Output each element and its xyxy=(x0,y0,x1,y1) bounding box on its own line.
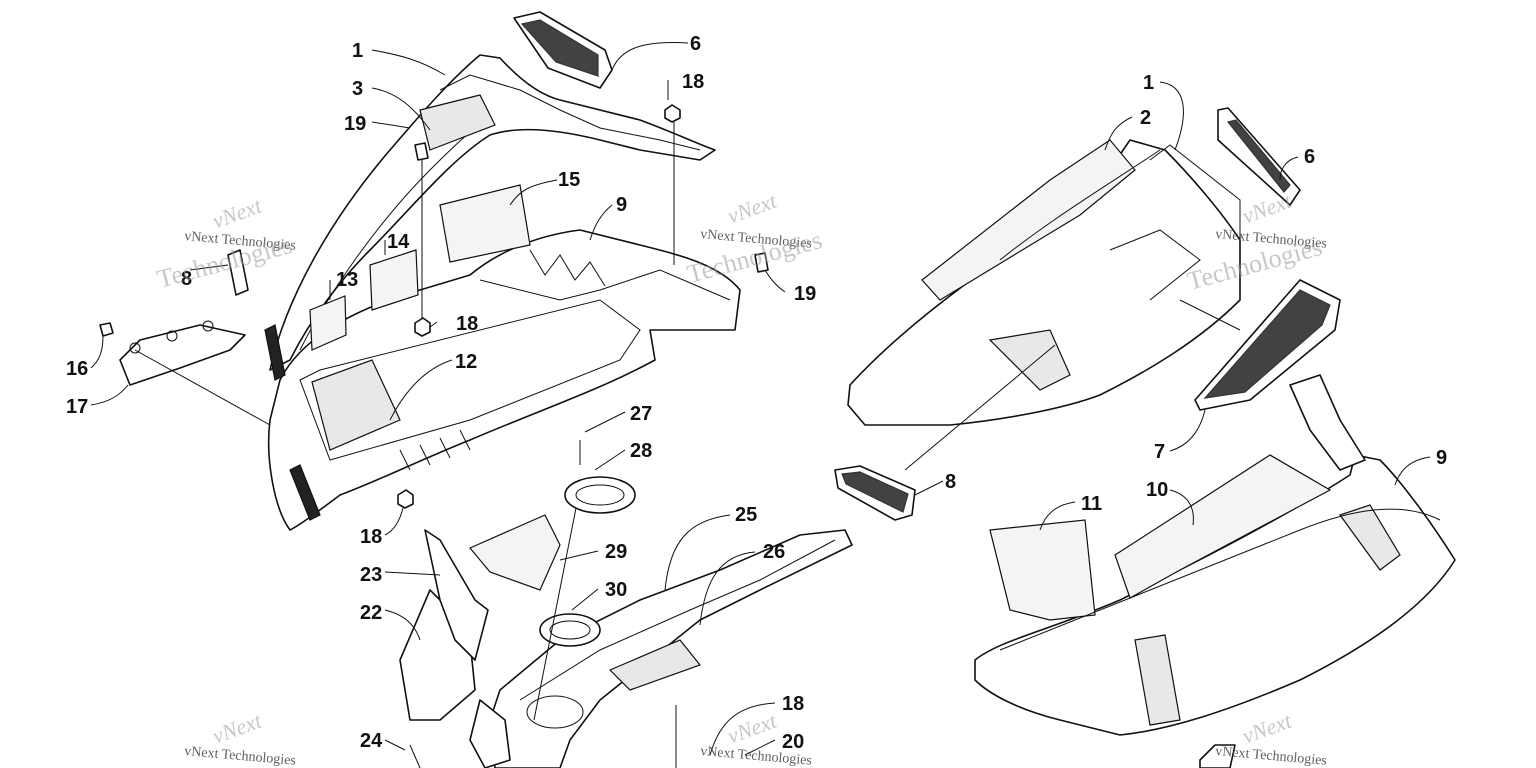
callout-27: 27 xyxy=(630,403,652,425)
vent-grille-right-top xyxy=(1217,107,1301,206)
watermark-5-line1: vNext xyxy=(724,707,780,748)
callout-18-bottom: 18 xyxy=(782,693,804,715)
watermark-6-line1: vNext xyxy=(1239,707,1295,748)
callout-16: 16 xyxy=(66,358,88,380)
callout-19-right: 19 xyxy=(794,283,816,305)
decal-14 xyxy=(369,249,419,311)
callout-17: 17 xyxy=(66,396,88,418)
belly-pan-assembly xyxy=(399,440,853,768)
callout-9-right: 9 xyxy=(1436,447,1447,469)
side-rail xyxy=(119,324,246,386)
watermark-4-line1: vNext xyxy=(209,707,265,748)
callout-18-low: 18 xyxy=(360,526,382,548)
callout-26: 26 xyxy=(763,541,785,563)
decal-29 xyxy=(469,514,561,591)
watermark-1-line1: vNext xyxy=(209,192,265,233)
callout-15: 15 xyxy=(558,169,580,191)
callout-14: 14 xyxy=(387,231,410,253)
decal-2 xyxy=(921,139,1136,301)
callout-24: 24 xyxy=(360,730,383,752)
right-assembly xyxy=(834,107,1456,768)
decal-15 xyxy=(439,184,531,263)
watermark-3-line1: vNext xyxy=(1239,187,1295,228)
belly-pan xyxy=(489,529,853,768)
callout-23: 23 xyxy=(360,564,382,586)
callout-11: 11 xyxy=(1081,493,1102,515)
callout-29: 29 xyxy=(605,541,627,563)
callout-8-right: 8 xyxy=(945,471,956,493)
watermark-4-line2: vNext Technologies xyxy=(184,744,297,768)
callout-12: 12 xyxy=(455,351,477,373)
callouts: 1 3 19 6 18 15 9 14 13 8 18 16 17 12 19 … xyxy=(66,33,1447,753)
left-assembly xyxy=(99,11,769,531)
callout-28: 28 xyxy=(630,440,652,462)
decal-11 xyxy=(989,519,1096,621)
callout-30: 30 xyxy=(605,579,627,601)
nut-18-top xyxy=(664,104,681,123)
grommet-28 xyxy=(564,476,636,514)
callout-22: 22 xyxy=(360,602,382,624)
callout-1-left: 1 xyxy=(352,40,363,62)
callout-8-left: 8 xyxy=(181,268,192,290)
vent-grille-right-mid xyxy=(1194,279,1341,411)
callout-20: 20 xyxy=(782,731,804,753)
callout-18-top: 18 xyxy=(682,71,704,93)
callout-25: 25 xyxy=(735,504,757,526)
callout-9-left: 9 xyxy=(616,194,627,216)
vent-grille-left xyxy=(513,11,613,89)
leader-lines xyxy=(90,41,1431,756)
callout-6-right: 6 xyxy=(1304,146,1315,168)
watermark-2-line1: vNext xyxy=(724,187,780,228)
callout-18-mid: 18 xyxy=(456,313,478,335)
callout-13: 13 xyxy=(336,269,358,291)
vent-grille-small xyxy=(834,465,916,521)
callout-1-right: 1 xyxy=(1143,72,1154,94)
callout-19-top: 19 xyxy=(344,113,366,135)
callout-10: 10 xyxy=(1146,479,1168,501)
callout-3: 3 xyxy=(352,78,363,100)
callout-7: 7 xyxy=(1154,441,1165,463)
callout-6-left: 6 xyxy=(690,33,701,55)
callout-2: 2 xyxy=(1140,107,1151,129)
grommet-30 xyxy=(539,613,601,647)
decal-13 xyxy=(309,295,347,351)
decal-10 xyxy=(1114,454,1332,599)
hood-upper-panel xyxy=(269,54,716,371)
lower-side-body xyxy=(974,454,1456,736)
